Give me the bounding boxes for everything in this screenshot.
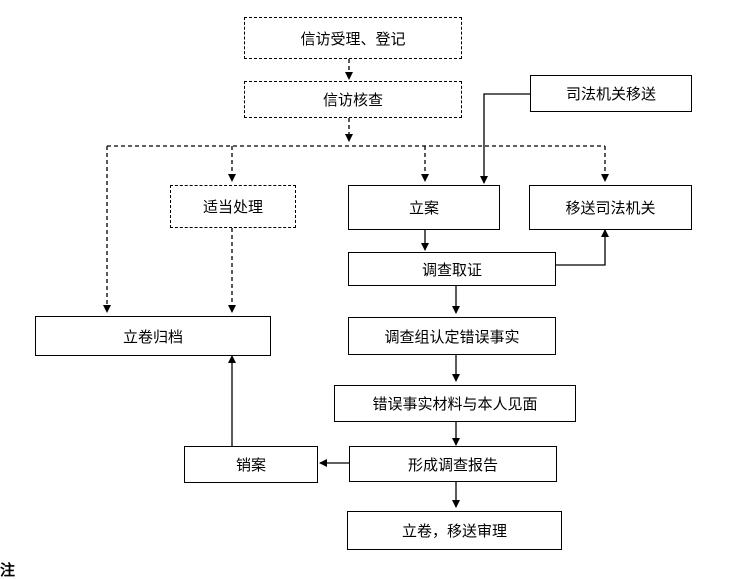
node-receive-register: 信访受理、登记 xyxy=(244,17,462,59)
footer-partial-text: 注 xyxy=(0,561,16,579)
node-submit-review: 立卷，移送审理 xyxy=(347,511,562,550)
node-transfer-to-judicial: 移送司法机关 xyxy=(529,185,692,230)
node-archive: 立卷归档 xyxy=(35,316,271,356)
node-report: 形成调查报告 xyxy=(349,446,557,482)
node-close-case: 销案 xyxy=(184,446,318,483)
arrow-investigate-to-transfer xyxy=(556,229,609,266)
node-file-case: 立案 xyxy=(348,185,500,230)
node-meet-person: 错误事实材料与本人见面 xyxy=(334,385,576,422)
arrow-judicial-in-to-file-case xyxy=(480,93,530,184)
node-verify: 信访核查 xyxy=(244,81,462,118)
node-proper-handling: 适当处理 xyxy=(170,185,296,228)
node-judicial-transfer-in: 司法机关移送 xyxy=(530,75,692,112)
node-investigate: 调查取证 xyxy=(348,252,556,286)
node-confirm-facts: 调查组认定错误事实 xyxy=(348,317,556,355)
